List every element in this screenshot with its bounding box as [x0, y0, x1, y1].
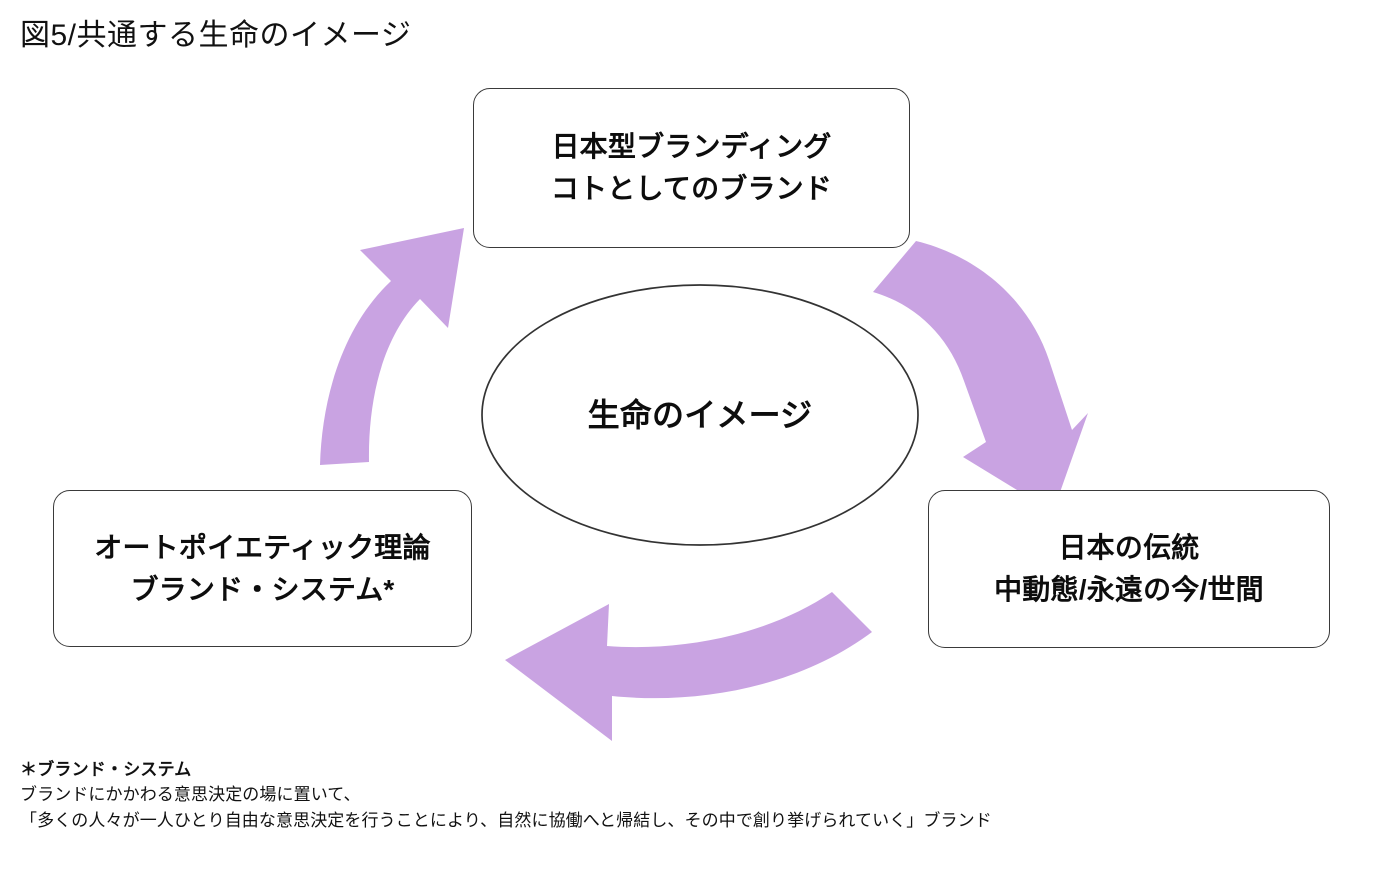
- footnote-line-2: 「多くの人々が一人ひとり自由な意思決定を行うことにより、自然に協働へと帰結し、そ…: [20, 811, 992, 830]
- node-right-line-2: 中動態/永遠の今/世間: [994, 574, 1264, 605]
- node-left-line-1: オートポイエティック理論: [94, 531, 431, 563]
- arrow-right-to-left-icon: [505, 592, 872, 741]
- node-box-top[interactable]: 日本型ブランディング コトとしてのブランド: [473, 88, 910, 248]
- node-top-line-1: 日本型ブランディング: [551, 131, 832, 162]
- node-box-right[interactable]: 日本の伝統 中動態/永遠の今/世間: [928, 490, 1330, 648]
- node-left-line-2: ブランド・システム*: [130, 573, 395, 605]
- footnote-line-1: ブランドにかかわる意思決定の場に置いて、: [20, 785, 361, 804]
- node-box-left[interactable]: オートポイエティック理論 ブランド・システム*: [53, 490, 472, 647]
- page-title: 図5/共通する生命のイメージ: [20, 19, 412, 52]
- arrow-left-to-top-icon: [320, 228, 464, 465]
- arrow-top-to-right-icon: [873, 241, 1088, 512]
- node-right-line-1: 日本の伝統: [1058, 532, 1200, 563]
- footnote: ＊ブランド・システム ブランドにかかわる意思決定の場に置いて、 「多くの人々が一…: [20, 757, 1360, 834]
- node-top-line-2: コトとしてのブランド: [550, 173, 833, 204]
- footnote-heading: ＊ブランド・システム: [20, 760, 192, 779]
- center-ellipse: [481, 284, 919, 546]
